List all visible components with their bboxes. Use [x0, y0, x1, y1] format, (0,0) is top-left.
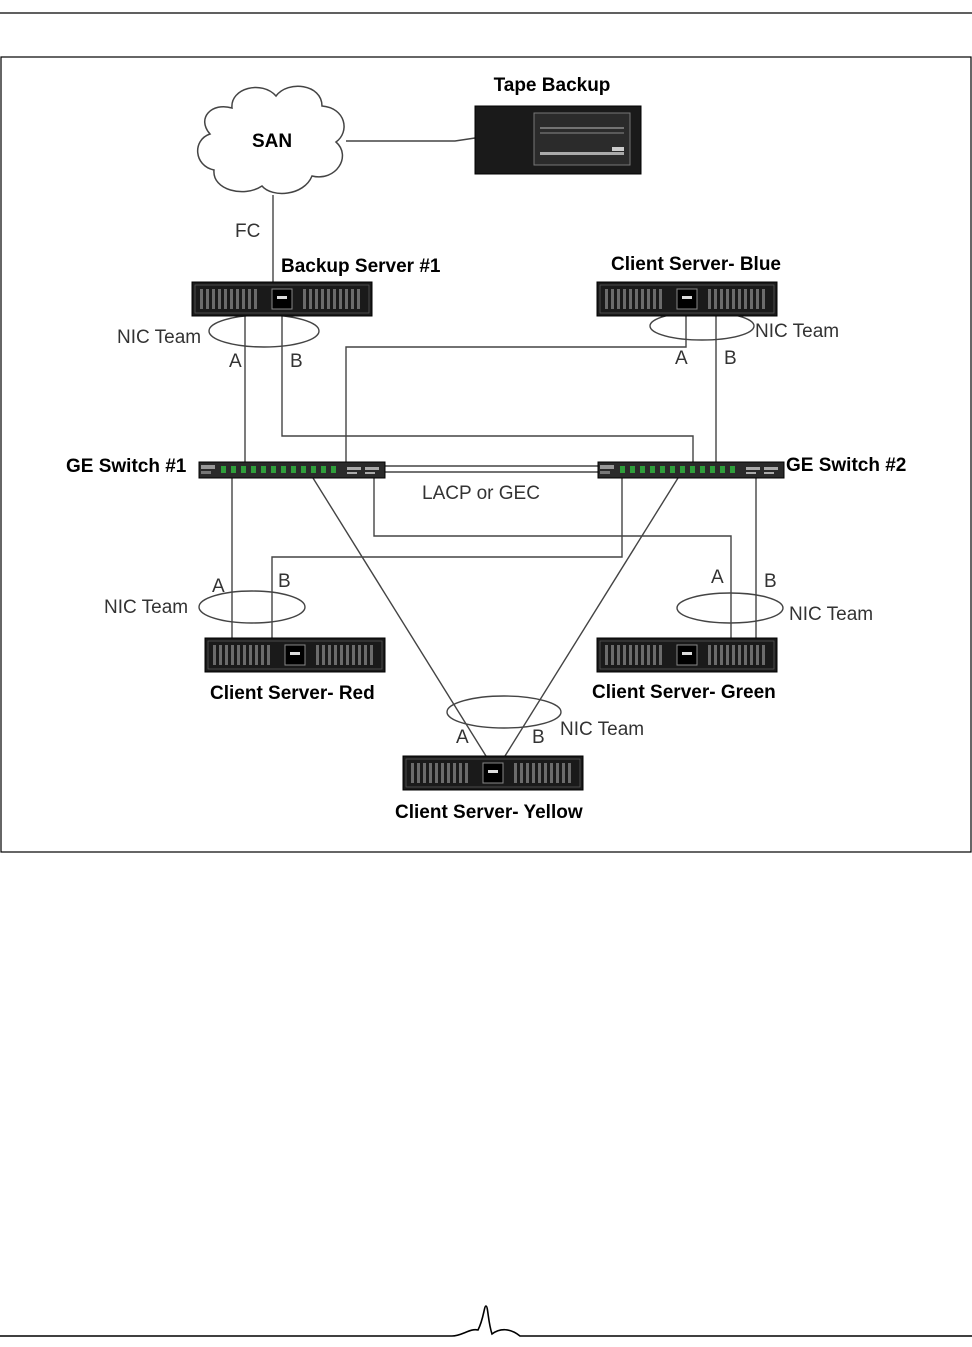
nic-team-label-backup: NIC Team: [117, 327, 201, 348]
client-server-green-label: Client Server- Green: [592, 682, 776, 703]
backup-server-label: Backup Server #1: [281, 256, 441, 277]
nic-team-label-yellow: NIC Team: [560, 719, 644, 740]
trunk-label: LACP or GEC: [422, 483, 540, 504]
port-a-red: A: [212, 576, 225, 597]
tape-backup-label: Tape Backup: [494, 75, 611, 96]
fc-label: FC: [235, 221, 260, 242]
client-server-green-icon: [596, 637, 778, 673]
nic-team-ellipse-green: [676, 592, 784, 624]
client-server-blue-icon: [596, 281, 778, 317]
ge-switch-2-icon: [597, 461, 785, 479]
nic-team-ellipse-red: [198, 590, 306, 624]
backup-server-icon: [191, 281, 373, 317]
client-server-blue-label: Client Server- Blue: [611, 254, 781, 275]
port-a-blue: A: [675, 348, 688, 369]
port-a-green: A: [711, 567, 724, 588]
client-server-yellow-label: Client Server- Yellow: [395, 802, 583, 823]
port-b-backup: B: [290, 351, 303, 372]
nic-team-label-green: NIC Team: [789, 604, 873, 625]
port-a-yellow: A: [456, 727, 469, 748]
ge-switch-1-label: GE Switch #1: [66, 456, 187, 477]
port-b-blue: B: [724, 348, 737, 369]
nic-team-label-red: NIC Team: [104, 597, 188, 618]
nic-team-ellipse-backup: [208, 314, 320, 348]
tape-library-icon: [474, 105, 642, 175]
connections: [231, 137, 757, 757]
ge-switch-2-label: GE Switch #2: [786, 455, 906, 476]
port-b-red: B: [278, 571, 291, 592]
nic-team-ellipse-yellow: [446, 695, 562, 729]
san-cloud-icon: [196, 85, 345, 195]
port-b-green: B: [764, 571, 777, 592]
port-b-yellow: B: [532, 727, 545, 748]
client-server-yellow-icon: [402, 755, 584, 791]
nic-team-label-blue: NIC Team: [755, 321, 839, 342]
san-label: SAN: [252, 131, 292, 152]
ge-switch-1-icon: [198, 461, 386, 479]
figure-frame: [0, 56, 972, 853]
footer-logo-icon: [0, 1305, 972, 1337]
client-server-red-icon: [204, 637, 386, 673]
port-a-backup: A: [229, 351, 242, 372]
client-server-red-label: Client Server- Red: [210, 683, 375, 704]
